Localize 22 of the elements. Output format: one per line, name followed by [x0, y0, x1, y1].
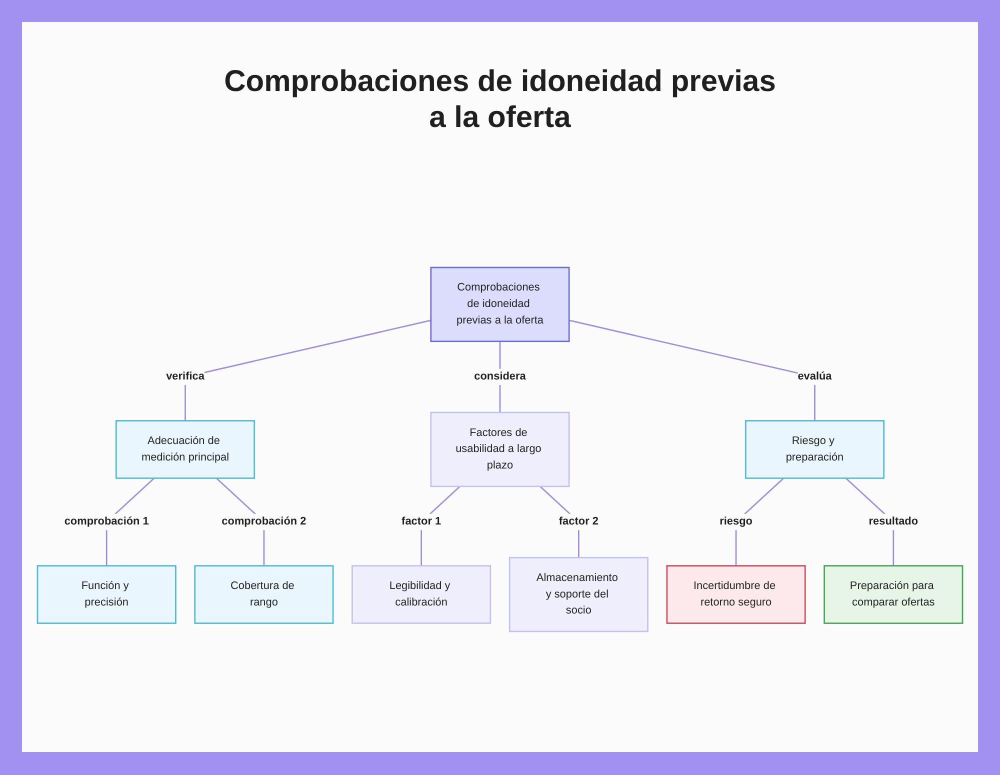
process-box: Cobertura de rango — [194, 565, 334, 624]
edge-label: comprobación 2 — [222, 516, 306, 528]
process-box: Incertidumbre de retorno seguro — [666, 565, 806, 624]
process-box: Preparación para comparar ofertas — [824, 565, 964, 624]
process-box: Comprobaciones de idoneidad previas a la oferta — [430, 266, 570, 342]
process-box: Riesgo y preparación — [744, 420, 885, 479]
edge-label: verifica — [166, 370, 204, 382]
connector — [568, 320, 816, 421]
edge-label: factor 1 — [402, 516, 442, 528]
edge-label: resultado — [868, 516, 918, 528]
process-box: Adecuación de medición principal — [115, 420, 256, 479]
process-box: Legibilidad y calibración — [352, 565, 492, 624]
diagram-title: Comprobaciones de idoneidad previas a la oferta — [223, 64, 777, 136]
process-box: Almacenamiento y soporte del socio — [508, 556, 648, 632]
process-box: Factores de usabilidad a largo plazo — [430, 412, 570, 488]
edge-label: riesgo — [720, 516, 752, 528]
edge-label: considera — [474, 370, 526, 382]
process-box: Función y precisión — [36, 565, 176, 624]
edge-label: evalúa — [798, 370, 832, 382]
connector — [184, 320, 432, 421]
edge-label: factor 2 — [558, 516, 598, 528]
edge-label: comprobación 1 — [64, 516, 149, 528]
